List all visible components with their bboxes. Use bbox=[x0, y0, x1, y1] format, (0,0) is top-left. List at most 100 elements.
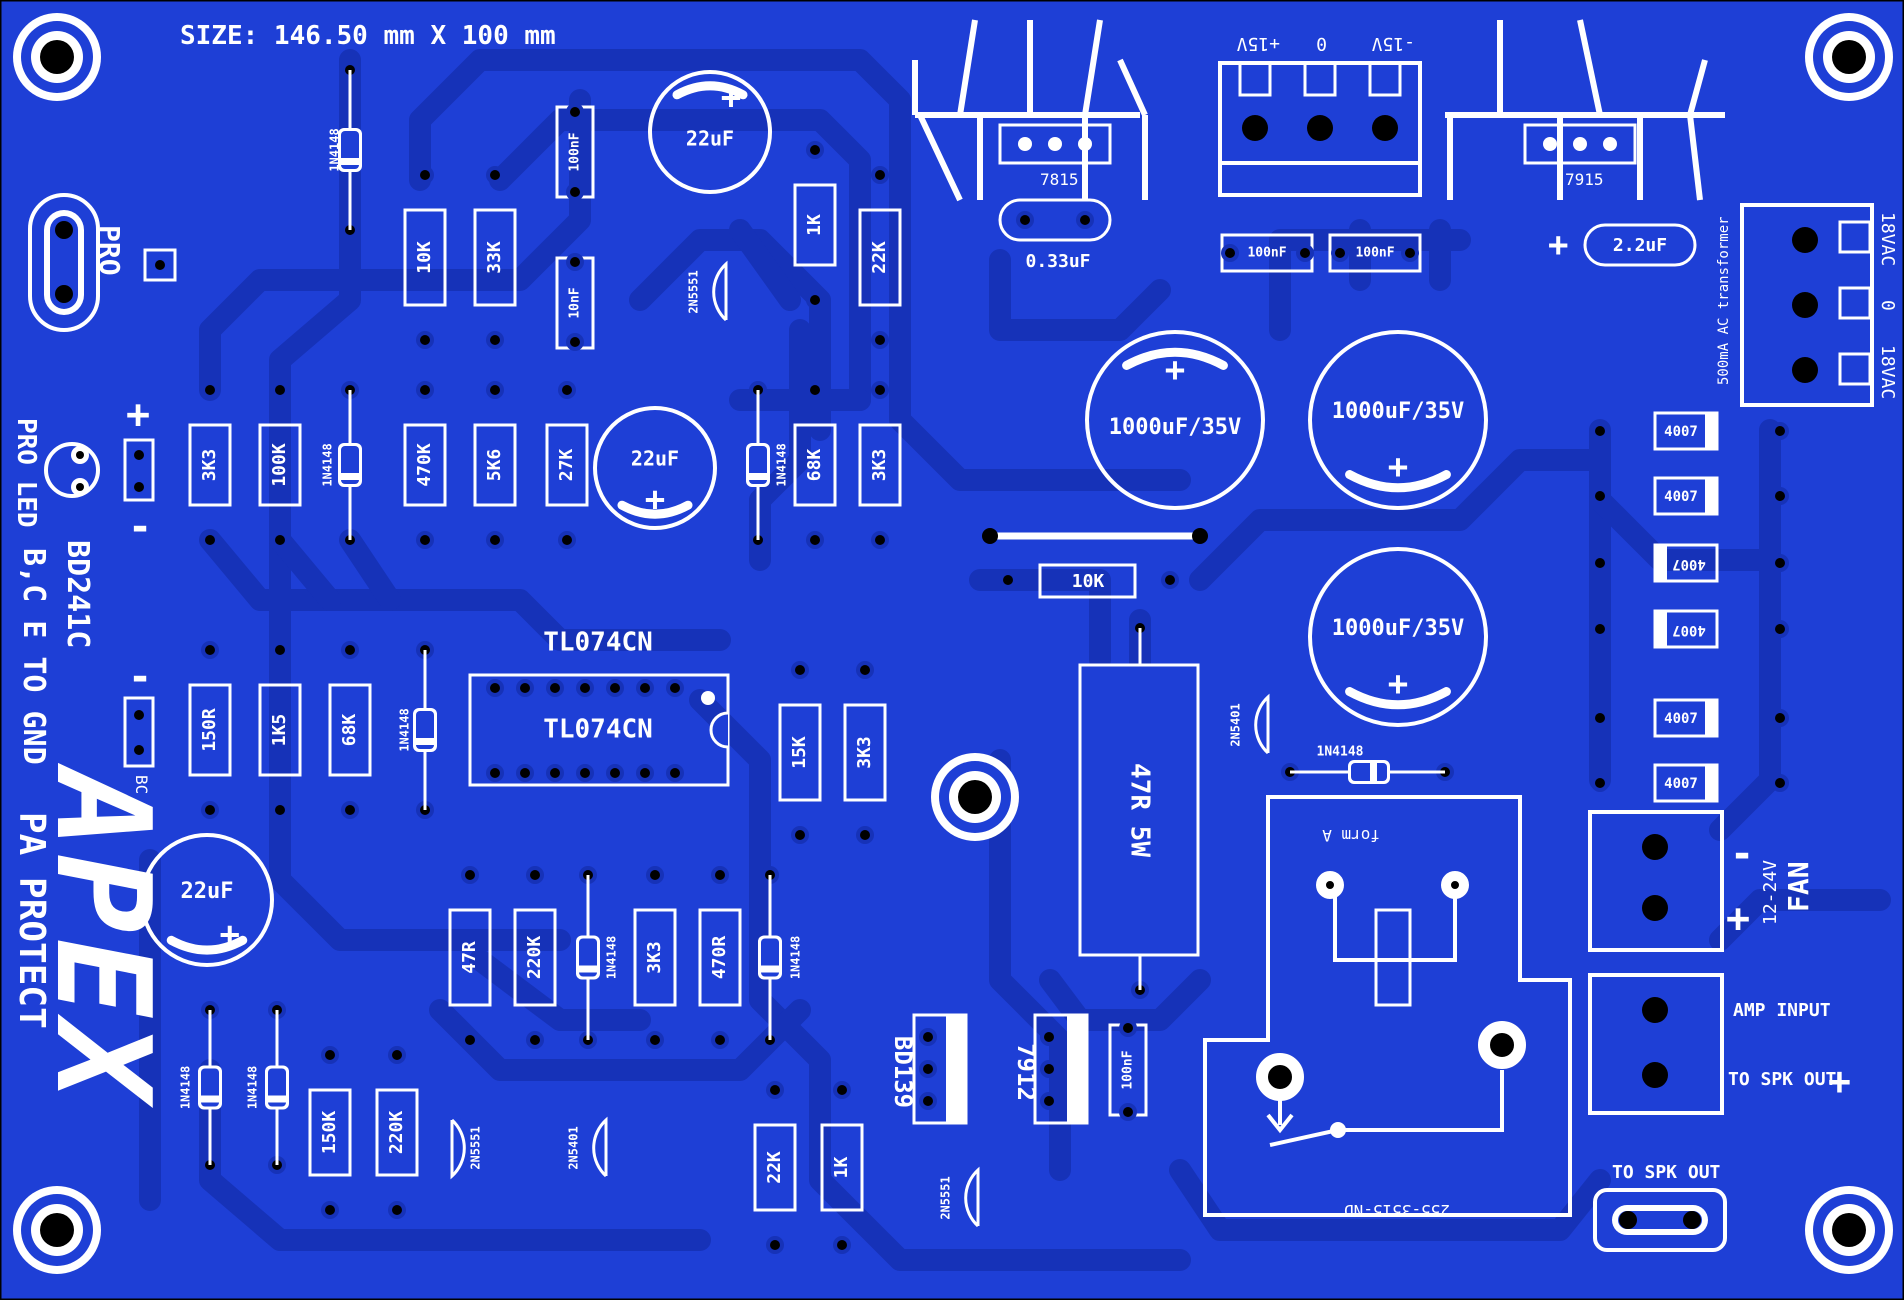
resistor-10k-label: 10K bbox=[414, 241, 435, 274]
copper-tracks bbox=[139, 49, 1891, 1271]
resistor-150r-label: 150R bbox=[199, 708, 220, 752]
diode-7-label: 1N4148 bbox=[179, 1066, 193, 1109]
heatsink-right bbox=[1445, 19, 1725, 201]
mounting-hole-center bbox=[931, 753, 1019, 841]
resistor-22k-b: 22K bbox=[753, 1081, 797, 1254]
to-spk-out-label-2: TO SPK OUT bbox=[1612, 1162, 1721, 1183]
resistor-27k-label: 27K bbox=[556, 449, 577, 482]
resistor-10k: 10K bbox=[403, 166, 447, 349]
transformer-label: 500mA AC transformer bbox=[1716, 216, 1732, 385]
resistor-3k3-b: 3K3 bbox=[858, 381, 902, 549]
diode-3: 1N4148 bbox=[746, 381, 789, 549]
cap-1000uf-1-plus: + bbox=[1165, 350, 1185, 390]
resistor-68k-a-label: 68K bbox=[804, 449, 825, 482]
diode-9-label: 1N4148 bbox=[1317, 745, 1364, 760]
resistor-1k-top: 1K bbox=[793, 141, 837, 309]
fan-connector: - + 12-24V FAN bbox=[1588, 810, 1815, 952]
pro-led-label: PRO LED bbox=[11, 418, 41, 528]
resistor-10k-mid-label: 10K bbox=[1072, 571, 1105, 592]
spk-out-jumper: TO SPK OUT bbox=[1593, 1162, 1727, 1252]
diode-7: 1N4148 bbox=[179, 1001, 222, 1174]
regulator-7915-label: 7915 bbox=[1565, 170, 1604, 189]
power-header: +15V 0 -15V bbox=[1218, 33, 1422, 197]
resistor-1k-b-label: 1K bbox=[831, 1157, 852, 1179]
diode-6-label: 1N4148 bbox=[789, 936, 803, 979]
transistor-2n5551-c: 2N5551 bbox=[939, 1166, 980, 1228]
transformer-connector: 500mA AC transformer 18VAC 0 18VAC bbox=[1716, 203, 1898, 407]
track-0 bbox=[269, 49, 571, 951]
resistor-68k-b: 68K bbox=[328, 641, 372, 819]
cap-22uf-mid: 22uF+ bbox=[593, 406, 717, 530]
resistor-220k-a-label: 220K bbox=[524, 936, 545, 980]
cap-22uf-top: 22uF+ bbox=[648, 70, 772, 194]
resistor-150k: 150K bbox=[308, 1046, 352, 1219]
regulator-7912: 7912 bbox=[1012, 1013, 1089, 1125]
track-21 bbox=[1169, 1159, 1611, 1241]
resistor-150k-label: 150K bbox=[319, 1111, 340, 1155]
resistor-1k5-label: 1K5 bbox=[269, 714, 290, 747]
track-1 bbox=[409, 49, 1191, 491]
track-16 bbox=[989, 249, 1171, 341]
resistor-470k-label: 470K bbox=[414, 443, 435, 487]
bd241c-label: BD241C bbox=[60, 540, 95, 648]
ic-label-top: TL074CN bbox=[543, 628, 653, 658]
transistor-bd139-label: BD139 bbox=[889, 1036, 917, 1108]
fan-voltage-label: 12-24V bbox=[1760, 860, 1781, 925]
resistor-100k: 100K bbox=[258, 381, 302, 549]
rectifier-6: 4007 bbox=[1591, 763, 1789, 803]
track-12 bbox=[1189, 449, 1611, 591]
rectifier-1-label: 4007 bbox=[1664, 424, 1698, 440]
cap-10nf: 10nF bbox=[555, 253, 595, 351]
fan-minus: - bbox=[1730, 831, 1754, 877]
diode-5-label: 1N4148 bbox=[605, 936, 619, 979]
cap-1000uf-2-label: 1000uF/35V bbox=[1332, 399, 1464, 424]
resistor-33k: 33K bbox=[473, 166, 517, 349]
resistor-47r-label: 47R bbox=[459, 941, 480, 974]
left-header-top: + - bbox=[123, 392, 155, 550]
spk-plus: + bbox=[1828, 1059, 1851, 1103]
rectifier-6-label: 4007 bbox=[1664, 776, 1698, 792]
transformer-pin-1: 18VAC bbox=[1877, 212, 1898, 266]
ic-tl074cn: TL074CN TL074CN bbox=[468, 628, 730, 787]
plus-sign-top: + bbox=[126, 392, 150, 438]
transistor-2n5401-b-label: 2N5401 bbox=[567, 1126, 581, 1169]
rectifier-4-label: 4007 bbox=[1672, 622, 1706, 638]
cap-100nf-c-label: 100nF bbox=[1121, 1050, 1136, 1089]
header-zero-label: 0 bbox=[1316, 33, 1327, 54]
regulator-7815-label: 7815 bbox=[1040, 170, 1079, 189]
diode-9: 1N4148 bbox=[1281, 745, 1454, 784]
resistor-22k-top-label: 22K bbox=[869, 241, 890, 274]
regulator-7912-label: 7912 bbox=[1012, 1043, 1040, 1101]
track-22 bbox=[1709, 889, 1891, 951]
resistor-3k3-c: 3K3 bbox=[843, 661, 887, 844]
cap-1000uf-3: 1000uF/35V + bbox=[1308, 547, 1488, 727]
resistor-47r: 47R bbox=[448, 866, 492, 1049]
transistor-2n5551-a: 2N5551 bbox=[687, 260, 728, 322]
cap-1000uf-3-plus: + bbox=[1388, 664, 1408, 704]
rectifier-1: 4007 bbox=[1591, 411, 1789, 451]
diode-8: 1N4148 bbox=[246, 1001, 289, 1174]
resistor-470k: 470K bbox=[403, 381, 447, 549]
minus-sign-bottom: - bbox=[128, 654, 152, 700]
resistor-27k: 27K bbox=[545, 381, 589, 549]
track-3 bbox=[199, 89, 591, 401]
regulator-7915: 7915 bbox=[1523, 123, 1637, 189]
cap-22uf-top-plus: + bbox=[721, 78, 741, 118]
pro-led-footprint bbox=[44, 442, 100, 498]
rectifier-4: 4007 bbox=[1591, 609, 1789, 649]
resistor-68k-b-label: 68K bbox=[339, 714, 360, 747]
transistor-2n5401-b: 2N5401 bbox=[567, 1116, 608, 1178]
cap-1000uf-3-label: 1000uF/35V bbox=[1332, 616, 1464, 641]
cap-100nf-a: 100nF bbox=[1220, 233, 1314, 273]
cap-1000uf-2: 1000uF/35V+ bbox=[1308, 330, 1488, 510]
ic-label: TL074CN bbox=[543, 715, 653, 745]
header-p15-label: +15V bbox=[1236, 33, 1280, 54]
rectifier-3-label: 4007 bbox=[1672, 556, 1706, 572]
cap-100nf-b: 100nF bbox=[1328, 233, 1422, 273]
diode-1-label: 1N4148 bbox=[328, 128, 342, 171]
cap-10nf-label: 10nF bbox=[568, 287, 583, 318]
resistor-220k-a: 220K bbox=[513, 866, 557, 1049]
amp-input-connector: AMP INPUT TO SPK OUT + bbox=[1588, 973, 1851, 1115]
